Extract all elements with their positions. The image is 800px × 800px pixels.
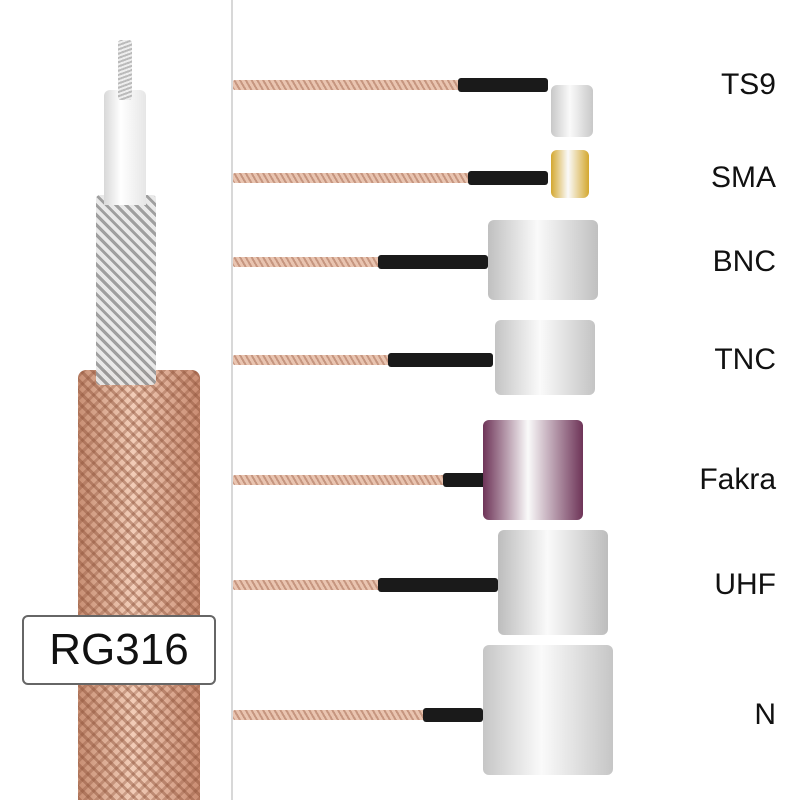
cable-jacket [78,370,200,800]
connector-label: Fakra [699,463,776,496]
connector-ts9 [551,85,593,137]
connector-row-sma: SMA [233,150,800,198]
connector-label: TS9 [720,68,776,101]
connector-label: N [754,698,776,731]
heat-shrink-sleeve [423,708,483,722]
connector-label: SMA [710,161,776,194]
heat-shrink-sleeve [458,78,548,92]
connector-n [483,645,613,775]
cable-dielectric [104,90,146,205]
connector-row-fakra: Fakra [233,420,800,520]
cable-segment [233,475,448,485]
connector-sma [551,150,589,198]
connector-label: BNC [712,245,776,278]
cable-segment [233,257,383,267]
connector-row-bnc: BNC [233,220,800,300]
heat-shrink-sleeve [388,353,493,367]
heat-shrink-sleeve [378,578,498,592]
connector-row-uhf: UHF [233,530,800,635]
cable-shield-braid [96,195,156,385]
connector-label: UHF [714,568,776,601]
cable-segment [233,355,393,365]
connector-tnc [495,320,595,395]
heat-shrink-sleeve [468,171,548,185]
connector-fakra [483,420,583,520]
cable-type-label: RG316 [22,615,216,685]
cable-segment [233,173,473,183]
connector-row-n: N [233,645,800,775]
cable-segment [233,710,428,720]
connector-label: TNC [714,343,776,376]
connector-row-tnc: TNC [233,320,800,395]
cable-core [118,40,132,100]
divider-line [231,0,233,800]
cable-segment [233,80,463,90]
connector-bnc [488,220,598,300]
connector-uhf [498,530,608,635]
cable-segment [233,580,383,590]
heat-shrink-sleeve [378,255,488,269]
connector-row-ts9: TS9 [233,65,800,137]
